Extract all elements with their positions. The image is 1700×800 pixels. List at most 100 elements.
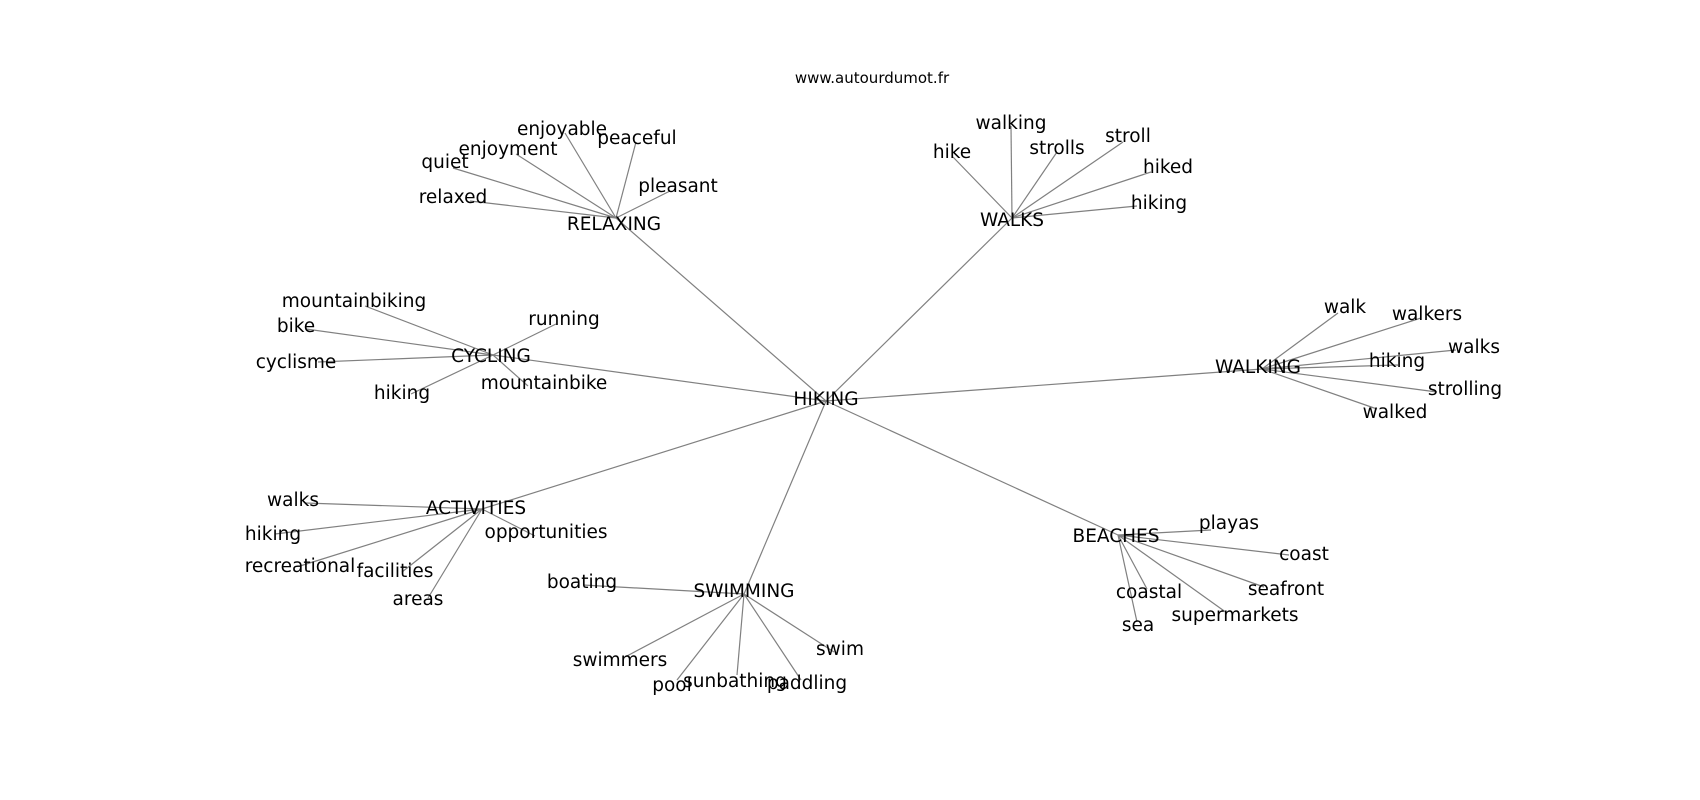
edge-swimming-sunbathing xyxy=(736,593,745,676)
edge-relaxing-quiet xyxy=(452,167,617,219)
word-node: facilities xyxy=(357,561,434,582)
edge-swimming-paddling xyxy=(743,593,802,681)
word-node: enjoyment xyxy=(459,139,558,160)
word-node: seafront xyxy=(1248,579,1324,600)
word-node: strolls xyxy=(1029,138,1084,159)
word-node: hiking xyxy=(1369,351,1425,372)
edge-relaxing-enjoyable xyxy=(564,132,617,219)
word-node: walks xyxy=(267,490,319,511)
edge-beaches-playas xyxy=(1117,529,1212,536)
word-node: walks xyxy=(1448,337,1500,358)
word-node: hiking xyxy=(1131,193,1187,214)
word-node: coastal xyxy=(1116,582,1182,603)
edge-walking-walkers xyxy=(1261,317,1422,370)
edge-cycling-cyclisme xyxy=(317,354,494,363)
word-node: mountainbike xyxy=(481,373,608,394)
word-node: paddling xyxy=(767,673,847,694)
edge-swimming-pool xyxy=(676,593,745,681)
word-node: hiked xyxy=(1143,157,1193,178)
word-node: peaceful xyxy=(597,128,676,149)
word-node: sunbathing xyxy=(683,671,787,692)
word-node: mountainbiking xyxy=(282,291,426,312)
group-node-cycling: CYCLING xyxy=(451,346,531,367)
word-node: swim xyxy=(816,639,864,660)
edge-swimming-swim xyxy=(743,593,835,653)
word-node: relaxed xyxy=(419,187,488,208)
word-node: pool xyxy=(652,675,692,696)
edge-root-walking xyxy=(825,368,1263,402)
word-node: boating xyxy=(547,572,617,593)
edge-beaches-coastal xyxy=(1117,534,1148,590)
edge-beaches-seafront xyxy=(1117,534,1265,588)
word-node: walkers xyxy=(1392,304,1462,325)
word-node: supermarkets xyxy=(1171,605,1298,626)
word-node: bike xyxy=(277,316,315,337)
edge-cycling-running xyxy=(492,323,557,356)
word-node: walked xyxy=(1363,402,1428,423)
edge-walking-walks xyxy=(1261,349,1457,370)
word-node: hike xyxy=(933,142,971,163)
group-node-walking: WALKING xyxy=(1215,357,1301,378)
word-node: hiking xyxy=(245,524,301,545)
edge-cycling-mountainbiking xyxy=(364,305,494,356)
edge-beaches-supermarkets xyxy=(1117,534,1228,614)
edge-activities-hiking xyxy=(274,508,483,535)
root-node: HIKING xyxy=(793,389,858,410)
word-node: recreational xyxy=(245,556,356,577)
edge-walking-hiking xyxy=(1261,364,1399,370)
source-credit: www.autourdumot.fr xyxy=(795,69,950,87)
edge-activities-recreational xyxy=(299,508,483,567)
edge-walks-strolls xyxy=(1011,151,1058,219)
edge-walks-stroll xyxy=(1011,141,1124,219)
edge-root-activities xyxy=(481,400,827,510)
word-node: strolling xyxy=(1428,379,1502,400)
word-node: enjoyable xyxy=(517,119,607,140)
edge-walks-hiking xyxy=(1011,205,1138,219)
word-node: cyclisme xyxy=(256,352,337,373)
edge-walking-strolling xyxy=(1261,368,1438,393)
group-node-beaches: BEACHES xyxy=(1073,526,1160,547)
edge-root-swimming xyxy=(743,400,827,595)
word-node: pleasant xyxy=(638,176,718,197)
edge-walks-hike xyxy=(952,156,1013,219)
edge-activities-areas xyxy=(427,508,483,599)
word-node: opportunities xyxy=(485,522,608,543)
edge-relaxing-enjoyment xyxy=(515,153,617,219)
edge-cycling-hiking xyxy=(410,354,494,395)
edge-activities-facilities xyxy=(401,508,483,573)
word-node: walk xyxy=(1324,297,1367,318)
edge-root-beaches xyxy=(825,400,1119,536)
edges xyxy=(274,125,1457,681)
word-node: playas xyxy=(1199,513,1259,534)
edge-walking-walked xyxy=(1261,368,1378,410)
edge-activities-opportunities xyxy=(481,508,536,537)
edge-cycling-bike xyxy=(305,328,494,356)
edge-root-relaxing xyxy=(615,217,827,402)
word-node: coast xyxy=(1279,544,1329,565)
edge-swimming-boating xyxy=(582,584,745,595)
edge-root-walks xyxy=(825,217,1013,402)
group-node-activities: ACTIVITIES xyxy=(426,498,526,519)
edge-relaxing-peaceful xyxy=(615,141,637,219)
edge-relaxing-relaxed xyxy=(469,200,617,219)
word-node: stroll xyxy=(1105,126,1151,147)
word-node: quiet xyxy=(421,152,468,173)
edge-walks-walking xyxy=(1010,125,1013,219)
word-node: running xyxy=(528,309,599,330)
group-node-walks: WALKS xyxy=(980,210,1044,231)
edge-root-cycling xyxy=(492,354,827,402)
edge-swimming-swimmers xyxy=(624,593,745,658)
word-node: hiking xyxy=(374,383,430,404)
edge-walking-walk xyxy=(1261,312,1339,370)
word-node: swimmers xyxy=(573,650,668,671)
edge-beaches-coast xyxy=(1117,534,1290,556)
word-node: walking xyxy=(976,113,1047,134)
group-node-swimming: SWIMMING xyxy=(693,581,794,602)
word-node: sea xyxy=(1122,615,1154,636)
edge-walks-hiked xyxy=(1011,171,1152,219)
group-node-relaxing: RELAXING xyxy=(567,214,661,235)
edge-beaches-sea xyxy=(1117,534,1138,623)
word-node: areas xyxy=(393,589,444,610)
